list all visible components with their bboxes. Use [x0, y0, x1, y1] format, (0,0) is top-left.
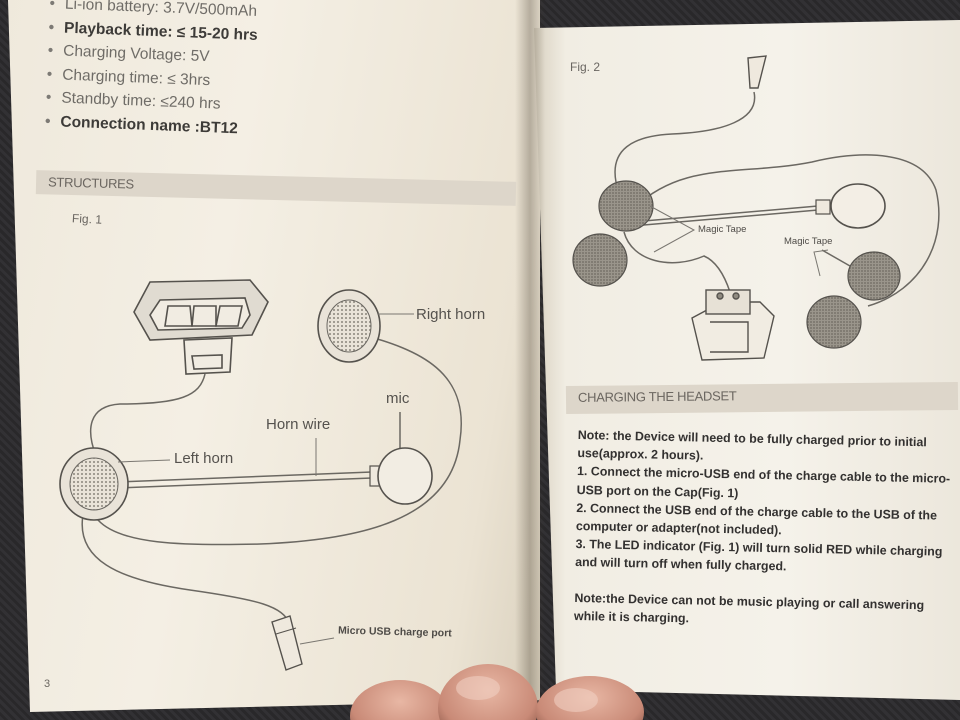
charging-instructions: Note: the Device will need to be fully c… — [574, 426, 958, 633]
mounting-bracket — [691, 289, 775, 361]
fig2-mic — [815, 183, 886, 229]
usb-plug — [271, 615, 303, 671]
right-page — [534, 20, 960, 700]
page-number: 3 — [44, 678, 51, 690]
label-magic-tape-2: Magic Tape — [784, 236, 833, 247]
fig2-label: Fig. 2 — [570, 60, 601, 74]
label-mic: mic — [386, 390, 410, 407]
controller-unit — [133, 279, 269, 375]
book-gutter — [515, 0, 545, 720]
section-charging: CHARGING THE HEADSET — [565, 381, 959, 415]
boom-mic-tip — [747, 55, 767, 89]
label-right-horn: Right horn — [416, 306, 486, 323]
fig1-diagram — [59, 279, 462, 671]
fig1-cables — [81, 333, 462, 625]
fig1-leader-lines — [117, 313, 414, 645]
fig2-diagram — [572, 55, 940, 361]
charging-step-3: 3. The LED indicator (Fig. 1) will turn … — [574, 537, 943, 574]
fig2-leader-lines — [649, 205, 829, 277]
fig2-cables — [614, 91, 940, 307]
label-magic-tape-1: Magic Tape — [698, 224, 747, 235]
right-horn-speaker — [317, 289, 381, 363]
magic-tape-pads — [572, 180, 901, 349]
left-horn-speaker — [59, 447, 129, 521]
label-horn-wire: Horn wire — [266, 416, 331, 433]
label-left-horn: Left horn — [174, 450, 234, 467]
mic-component — [369, 447, 433, 505]
